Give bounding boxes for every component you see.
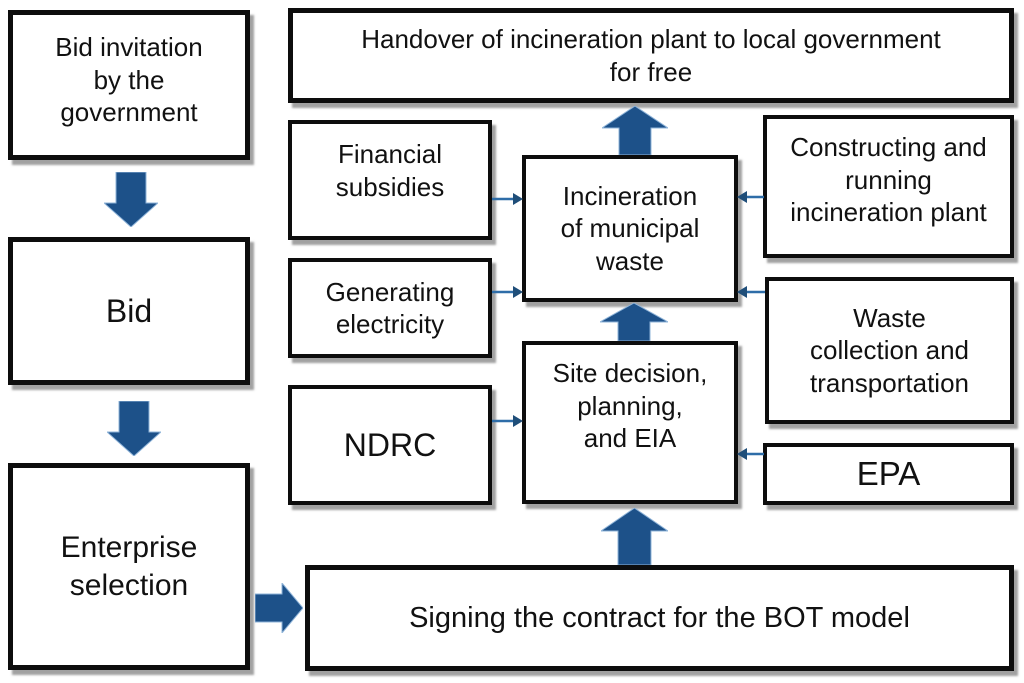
arrow-ndrc-to-site-decision: [492, 415, 523, 427]
box-constructing: Constructing and running incineration pl…: [763, 115, 1014, 258]
arrow-bid-to-enterprise-selection: [107, 401, 161, 456]
arrow-epa-to-site-decision: [737, 448, 764, 460]
arrow-enterprise-selection-to-signing: [255, 583, 303, 633]
box-bid: Bid: [8, 237, 250, 385]
arrow-generating-electricity-to-incineration: [492, 286, 523, 298]
box-financial-subsidies: Financial subsidies: [288, 120, 492, 240]
box-site-decision: Site decision, planning, and EIA: [522, 341, 738, 504]
box-enterprise-selection: Enterprise selection: [8, 463, 250, 670]
box-waste-collection: Waste collection and transportation: [765, 277, 1014, 424]
arrow-waste-collection-to-incineration: [737, 286, 765, 298]
arrow-bid-invitation-to-bid: [104, 172, 158, 227]
arrow-signing-to-site-decision: [601, 508, 668, 565]
arrow-constructing-to-incineration: [737, 191, 764, 203]
arrow-site-decision-to-incineration: [600, 303, 668, 341]
box-bid-invitation: Bid invitation by the government: [8, 10, 250, 160]
arrow-incineration-to-handover: [602, 106, 668, 155]
box-epa: EPA: [763, 443, 1014, 505]
box-signing: Signing the contract for the BOT model: [305, 565, 1014, 671]
arrow-financial-subsidies-to-incineration: [492, 193, 523, 205]
box-generating-electricity: Generating electricity: [288, 258, 492, 358]
box-ndrc: NDRC: [288, 385, 492, 505]
box-handover: Handover of incineration plant to local …: [288, 8, 1014, 103]
box-incineration: Incineration of municipal waste: [522, 155, 738, 302]
